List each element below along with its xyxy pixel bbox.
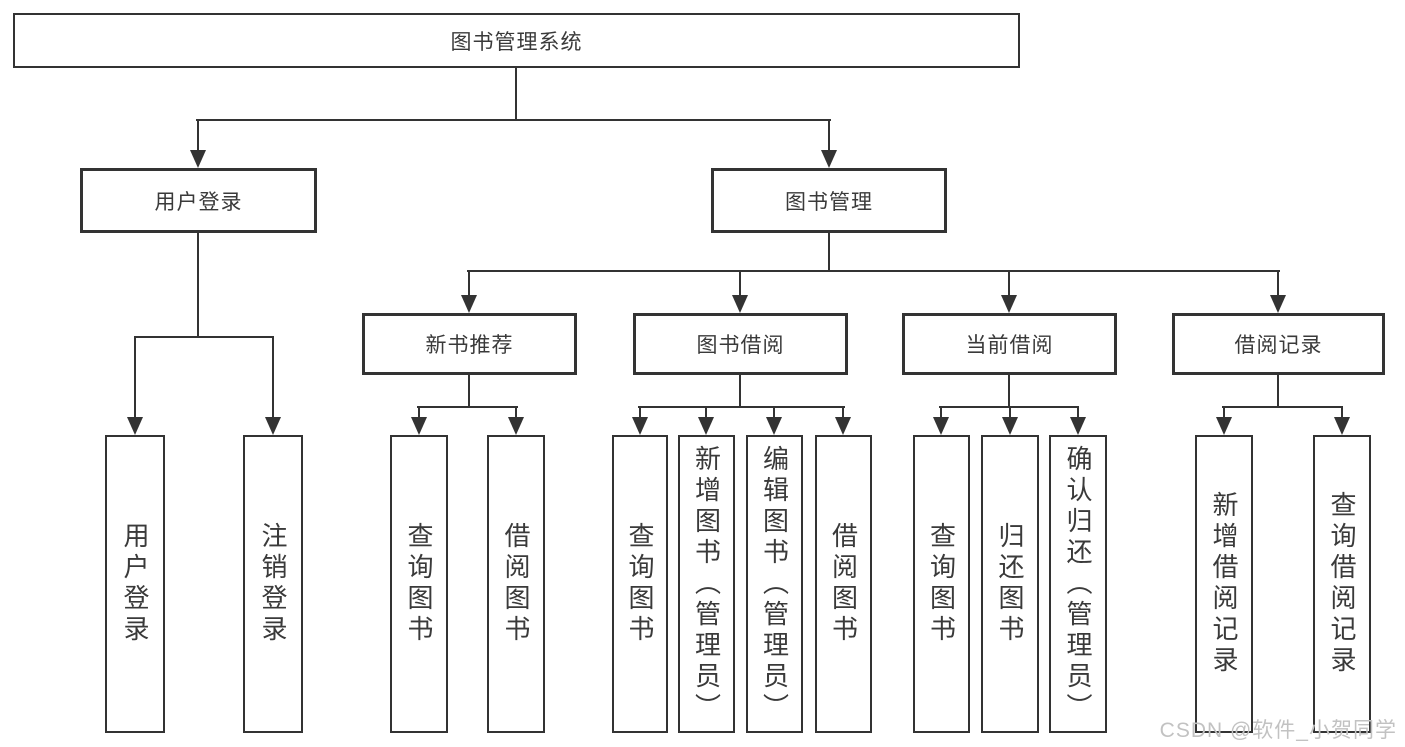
leaf-label: 借阅图书	[828, 522, 859, 646]
node-label: 借阅记录	[1234, 334, 1323, 357]
connector-vline	[197, 120, 199, 154]
node-root-system: 图书管理系统	[13, 13, 1020, 68]
leaf-label: 确认归还（管理员）	[1063, 444, 1093, 724]
leaf-user-login: 用户登录	[105, 435, 165, 733]
node-book-management: 图书管理	[711, 168, 947, 233]
connector-vline	[272, 337, 274, 421]
arrowhead-down-icon	[821, 150, 837, 168]
connector-vline	[515, 68, 517, 121]
node-label: 图书管理	[785, 190, 873, 214]
connector-vline	[739, 271, 741, 299]
node-label: 新书推荐	[425, 334, 514, 357]
leaf-label: 查询图书	[625, 522, 655, 646]
arrowhead-down-icon	[766, 417, 782, 435]
leaf-label: 借阅图书	[501, 522, 531, 646]
leaf-label: 编辑图书（管理员）	[759, 444, 790, 724]
connector-vline	[940, 407, 942, 421]
leaf-query-books-borrow: 查询图书	[612, 435, 668, 733]
connector-vline	[1008, 271, 1010, 299]
leaf-edit-book-admin: 编辑图书（管理员）	[746, 435, 803, 733]
arrowhead-down-icon	[1070, 417, 1086, 435]
node-label: 用户登录	[154, 190, 243, 214]
connector-vline	[842, 407, 844, 421]
connector-hline	[467, 270, 1280, 272]
node-new-book-recommend: 新书推荐	[362, 313, 577, 375]
arrowhead-down-icon	[411, 417, 427, 435]
node-label: 当前借阅	[965, 334, 1054, 357]
connector-vline	[1009, 407, 1011, 421]
leaf-label: 归还图书	[995, 522, 1025, 646]
arrowhead-down-icon	[835, 417, 851, 435]
leaf-label: 用户登录	[120, 522, 150, 646]
arrowhead-down-icon	[1001, 295, 1017, 313]
connector-vline	[468, 375, 470, 408]
connector-vline	[515, 407, 517, 421]
connector-vline	[468, 271, 470, 299]
connector-vline	[197, 233, 199, 338]
connector-vline	[828, 120, 830, 154]
connector-vline	[1341, 407, 1343, 421]
arrowhead-down-icon	[1270, 295, 1286, 313]
arrowhead-down-icon	[508, 417, 524, 435]
node-label: 图书借阅	[696, 334, 785, 357]
leaf-confirm-return-admin: 确认归还（管理员）	[1049, 435, 1107, 733]
connector-hline	[134, 336, 274, 338]
arrowhead-down-icon	[933, 417, 949, 435]
leaf-label: 查询图书	[404, 522, 434, 646]
connector-vline	[1223, 407, 1225, 421]
leaf-borrow-books: 借阅图书	[815, 435, 872, 733]
leaf-return-book: 归还图书	[981, 435, 1039, 733]
watermark: CSDN @软件_小贺同学	[1159, 719, 1397, 742]
node-borrow-records: 借阅记录	[1172, 313, 1385, 375]
arrowhead-down-icon	[190, 150, 206, 168]
connector-vline	[1077, 407, 1079, 421]
arrowhead-down-icon	[1002, 417, 1018, 435]
node-current-borrow: 当前借阅	[902, 313, 1117, 375]
leaf-query-books-current: 查询图书	[913, 435, 970, 733]
leaf-label: 查询图书	[926, 522, 957, 646]
arrowhead-down-icon	[1216, 417, 1232, 435]
node-user-login: 用户登录	[80, 168, 317, 233]
connector-vline	[639, 407, 641, 421]
connector-vline	[134, 337, 136, 421]
arrowhead-down-icon	[461, 295, 477, 313]
connector-hline	[196, 119, 831, 121]
node-book-borrow: 图书借阅	[633, 313, 848, 375]
node-label: 图书管理系统	[450, 30, 583, 54]
arrowhead-down-icon	[698, 417, 714, 435]
arrowhead-down-icon	[127, 417, 143, 435]
connector-hline	[1222, 406, 1343, 408]
leaf-logout: 注销登录	[243, 435, 303, 733]
connector-vline	[1277, 271, 1279, 299]
leaf-add-book-admin: 新增图书（管理员）	[678, 435, 735, 733]
connector-vline	[1277, 375, 1279, 408]
connector-vline	[1008, 375, 1010, 408]
arrowhead-down-icon	[732, 295, 748, 313]
connector-vline	[773, 407, 775, 421]
leaf-label: 新增图书（管理员）	[691, 444, 722, 724]
leaf-add-borrow-record: 新增借阅记录	[1195, 435, 1253, 733]
connector-vline	[418, 407, 420, 421]
connector-vline	[739, 375, 741, 408]
leaf-query-borrow-record: 查询借阅记录	[1313, 435, 1371, 733]
connector-hline	[417, 406, 518, 408]
arrowhead-down-icon	[265, 417, 281, 435]
leaf-borrow-books-recommend: 借阅图书	[487, 435, 545, 733]
leaf-label: 查询借阅记录	[1327, 491, 1357, 677]
leaf-label: 新增借阅记录	[1209, 491, 1239, 677]
connector-vline	[828, 233, 830, 272]
arrowhead-down-icon	[1334, 417, 1350, 435]
connector-vline	[705, 407, 707, 421]
leaf-query-books-recommend: 查询图书	[390, 435, 448, 733]
leaf-label: 注销登录	[258, 522, 288, 646]
arrowhead-down-icon	[632, 417, 648, 435]
connector-hline	[638, 406, 845, 408]
